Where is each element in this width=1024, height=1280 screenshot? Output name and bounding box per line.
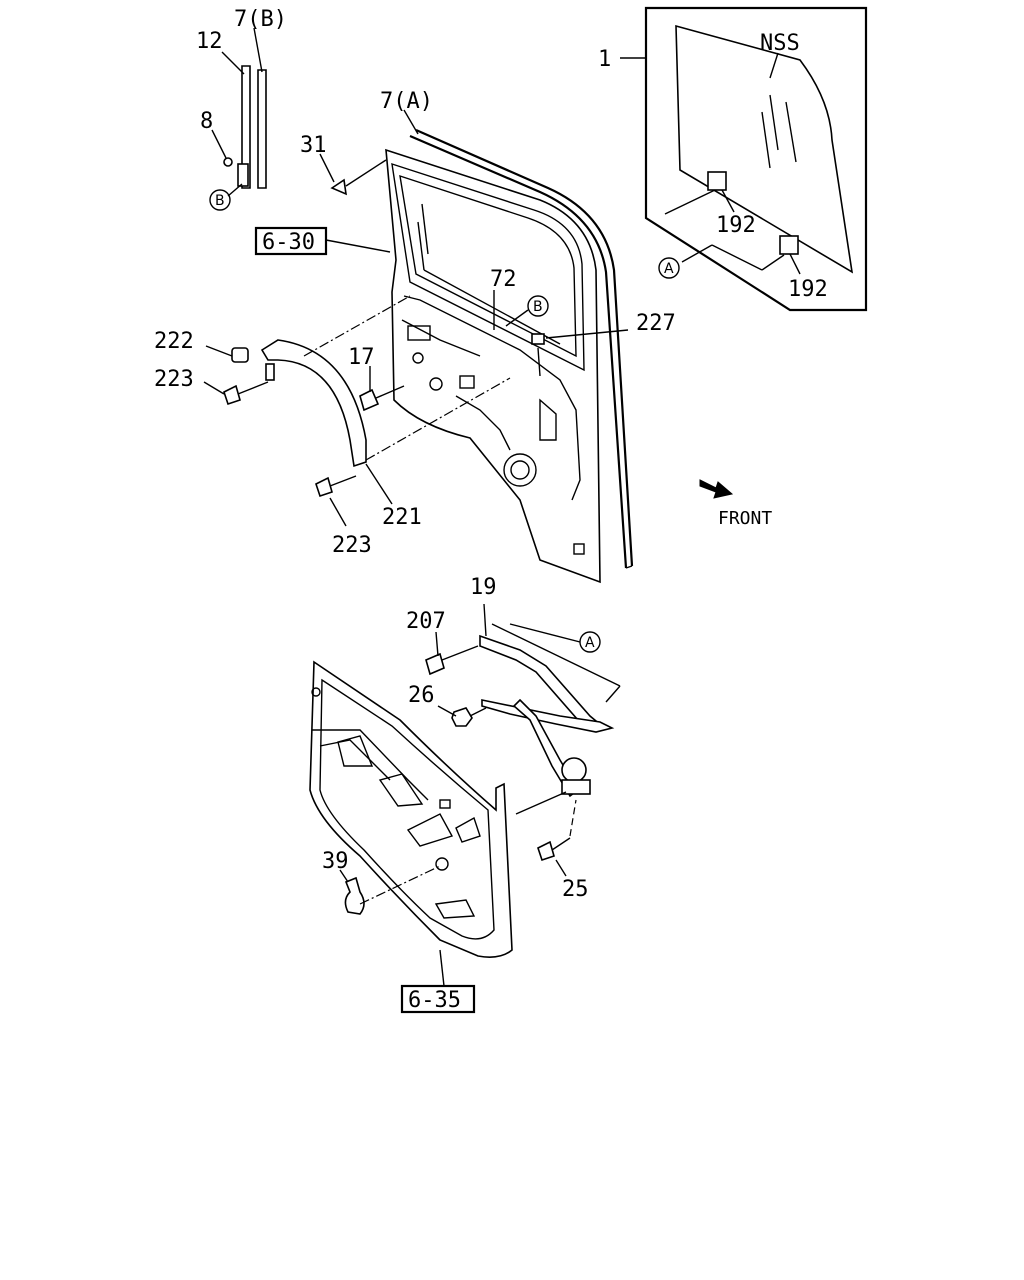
ref-6-30: 6-30 [262,230,315,255]
circle-a-glass: A [664,261,674,277]
label-192-lower: 192 [788,277,828,302]
ref-box-6-35 [400,984,476,1014]
label-223-upper: 223 [154,367,194,392]
door-trim-panel [309,660,513,987]
label-222: 222 [154,329,194,354]
callout-circle-b1 [209,189,231,211]
label-25: 25 [562,877,589,902]
door-shell [319,109,634,584]
label-221: 221 [382,505,422,530]
label-17: 17 [348,345,375,370]
label-front: FRONT [718,508,772,529]
callout-circle-a1 [658,257,680,279]
callout-circle-b2 [527,295,549,317]
grab-handle [203,295,511,527]
label-227: 227 [636,311,676,336]
run-channel [209,27,267,211]
circle-a-regulator: A [585,635,595,651]
label-7a: 7(A) [380,89,433,114]
label-1: 1 [598,47,611,72]
label-nss: NSS [760,31,800,56]
label-8: 8 [200,109,213,134]
label-31: 31 [300,133,327,158]
label-26: 26 [408,683,435,708]
callout-circle-a2 [579,631,601,653]
circle-b-door: B [533,299,543,315]
label-12: 12 [196,29,223,54]
glass-inset [620,6,868,312]
label-207: 207 [406,609,446,634]
window-regulator [425,603,621,877]
label-19: 19 [470,575,497,600]
label-192-upper: 192 [716,213,756,238]
label-7b: 7(B) [234,7,287,32]
label-223-lower: 223 [332,533,372,558]
label-39: 39 [322,849,349,874]
circle-b-channel: B [215,193,225,209]
label-72: 72 [490,267,517,292]
front-arrow [699,479,734,499]
ref-6-35: 6-35 [408,988,461,1013]
ref-box-6-30 [254,226,328,256]
